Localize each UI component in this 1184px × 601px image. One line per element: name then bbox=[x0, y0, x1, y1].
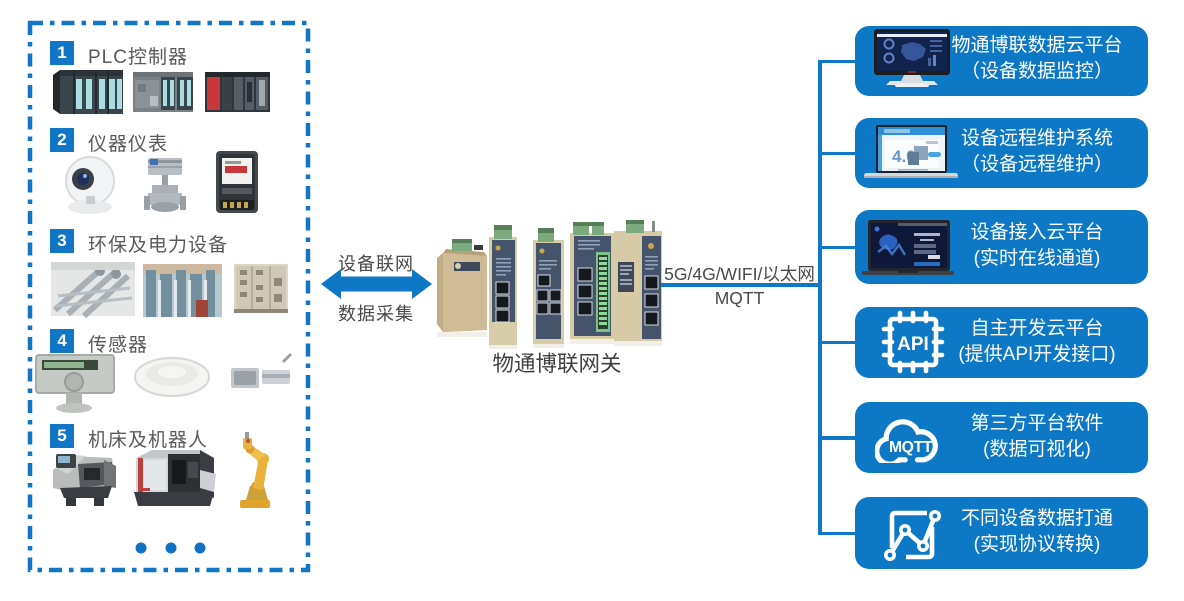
svg-text:MQTT: MQTT bbox=[889, 439, 933, 456]
svg-text:API: API bbox=[897, 334, 929, 355]
